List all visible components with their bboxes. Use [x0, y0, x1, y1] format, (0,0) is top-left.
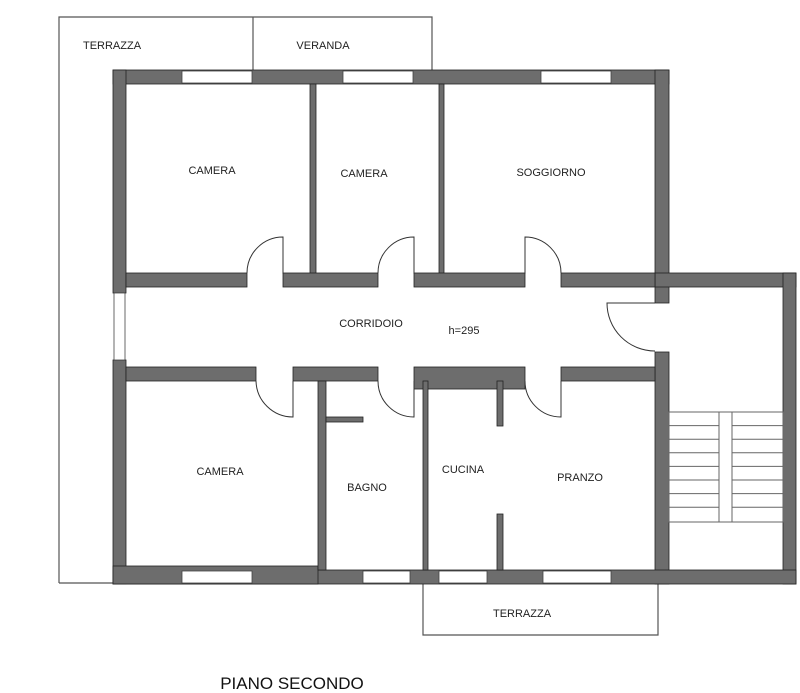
room-label-terrazza-bottom: TERRAZZA — [493, 608, 552, 620]
interior-walls — [125, 83, 656, 571]
room-label-camera-2: CAMERA — [340, 168, 388, 180]
room-label-camera-3: CAMERA — [196, 466, 244, 478]
room-label-camera-1: CAMERA — [188, 165, 236, 177]
room-label-cucina: CUCINA — [442, 464, 485, 476]
room-label-soggiorno: SOGGIORNO — [516, 167, 586, 179]
room-label-pranzo: PRANZO — [557, 472, 603, 484]
doors — [246, 236, 656, 418]
terrace-top-outline — [58, 16, 433, 584]
staircase — [668, 411, 784, 523]
windows — [113, 70, 612, 584]
room-label-veranda: VERANDA — [296, 40, 350, 52]
room-label-terrazza: TERRAZZA — [83, 40, 142, 52]
terrace-bottom-outline — [422, 584, 659, 636]
room-label-corridoio: CORRIDOIO — [339, 318, 403, 330]
ceiling-height-note: h=295 — [449, 325, 480, 337]
floor-title: PIANO SECONDO — [220, 674, 364, 693]
room-label-bagno: BAGNO — [347, 482, 387, 494]
